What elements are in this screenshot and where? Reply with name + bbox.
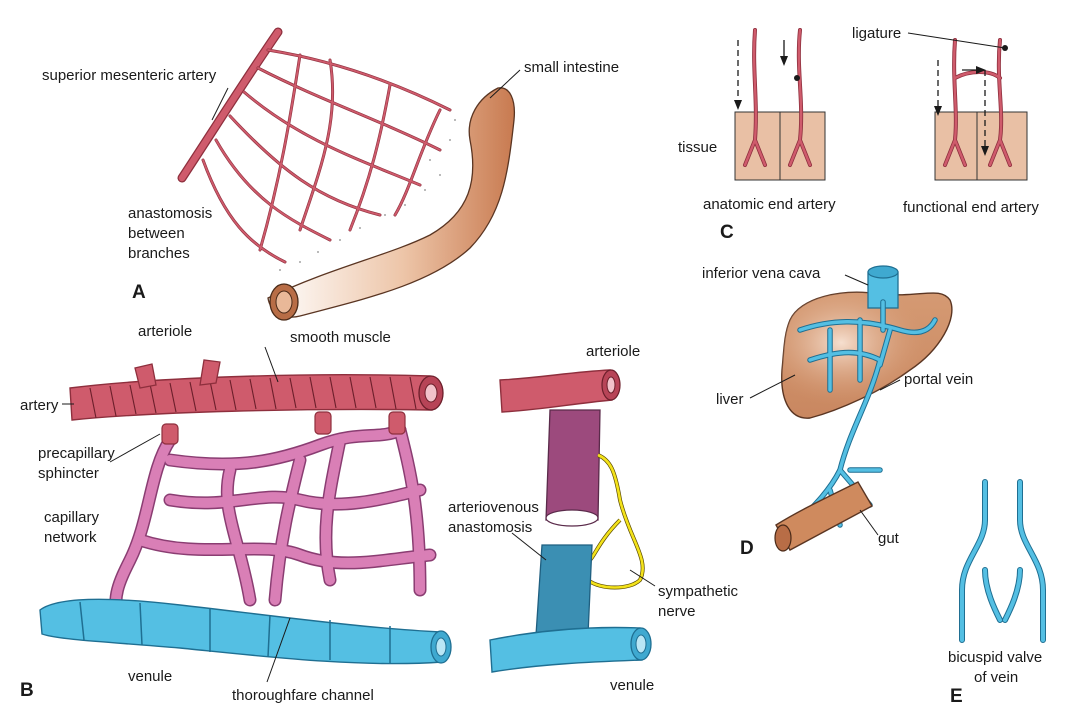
label-sympathetic-line2: nerve: [658, 603, 696, 620]
label-ligature: ligature: [852, 25, 901, 42]
label-artery: artery: [20, 397, 59, 414]
label-smooth-muscle: smooth muscle: [290, 329, 391, 346]
label-gut: gut: [878, 530, 900, 547]
label-tissue: tissue: [678, 139, 717, 156]
panel-e-illustration: [959, 479, 1046, 643]
label-anatomic-end-artery: anatomic end artery: [703, 196, 836, 213]
label-functional-end-artery: functional end artery: [903, 199, 1039, 216]
gut-shape: [775, 481, 873, 551]
label-sympathetic-line1: sympathetic: [658, 583, 739, 600]
panel-letter-a: A: [132, 282, 146, 303]
label-superior-mesenteric-artery: superior mesenteric artery: [42, 67, 217, 84]
label-arteriole-left: arteriole: [138, 323, 192, 340]
label-thoroughfare-channel: thoroughfare channel: [232, 687, 374, 704]
label-precapillary-line2: sphincter: [38, 465, 99, 482]
panel-c-illustration: [734, 28, 1028, 181]
panel-letter-d: D: [740, 538, 754, 559]
label-av-anastomosis-line2: anastomosis: [448, 519, 532, 536]
panel-d-illustration: [774, 265, 953, 552]
label-venule-left: venule: [128, 668, 172, 685]
label-anastomosis-line1: anastomosis: [128, 205, 212, 222]
label-bicuspid-line2: of vein: [974, 669, 1018, 686]
panel-b-av-anastomosis-illustration: [489, 369, 652, 673]
label-bicuspid-line1: bicuspid valve: [948, 649, 1042, 666]
label-arteriole-right: arteriole: [586, 343, 640, 360]
label-capillary-line2: network: [44, 529, 97, 546]
label-small-intestine: small intestine: [524, 59, 619, 76]
label-precapillary-line1: precapillary: [38, 445, 115, 462]
panel-a-illustration: [177, 27, 516, 321]
label-venule-right: venule: [610, 677, 654, 694]
label-capillary-line1: capillary: [44, 509, 100, 526]
venule-left-vessel: [39, 598, 443, 665]
label-anastomosis-line3: branches: [128, 245, 190, 262]
label-anastomosis-line2: between: [128, 225, 185, 242]
label-inferior-vena-cava: inferior vena cava: [702, 265, 821, 282]
leader-lines: [62, 32, 1006, 683]
panel-letter-c: C: [720, 222, 734, 243]
panel-letter-b: B: [20, 680, 34, 701]
label-av-anastomosis-line1: arteriovenous: [448, 499, 539, 516]
small-intestine-shape: [267, 87, 516, 318]
label-liver: liver: [716, 391, 744, 408]
label-portal-vein: portal vein: [904, 371, 973, 388]
panel-letter-e: E: [950, 686, 963, 707]
panel-b-capillary-illustration: [39, 359, 452, 665]
